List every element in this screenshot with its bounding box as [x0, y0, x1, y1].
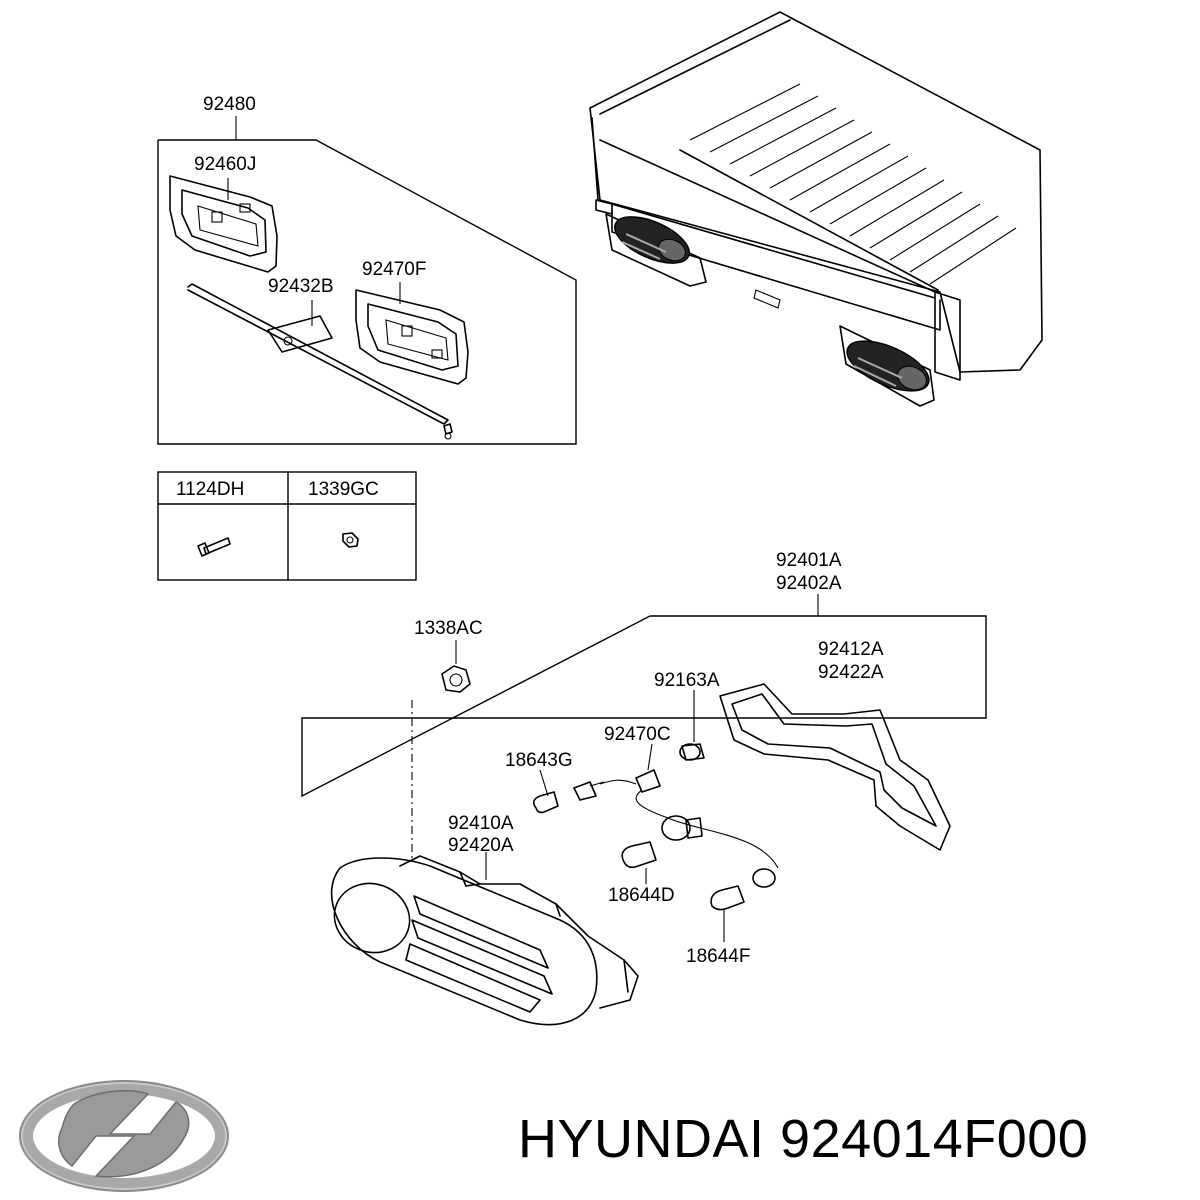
bracket-92460J [169, 175, 278, 273]
callout-92420A: 92420A [448, 835, 514, 856]
wiring-92470C [599, 743, 779, 869]
bracket-92470F [355, 282, 469, 385]
callout-18643G: 18643G [505, 750, 573, 771]
callout-92470F: 92470F [362, 259, 426, 280]
callout-92410A: 92410A [448, 813, 514, 834]
vehicle-lamp-right [839, 325, 935, 407]
fastener-table: 1124DH 1339GC [157, 471, 417, 581]
hyundai-logo-icon [19, 1080, 229, 1192]
gasket-92412A [719, 683, 951, 851]
callout-1339GC: 1339GC [308, 479, 379, 500]
callout-1124DH: 1124DH [176, 479, 244, 500]
nut-1339GC [342, 532, 359, 548]
callout-18644D: 18644D [608, 885, 675, 906]
strip-92432B [187, 283, 453, 440]
bulb-18644D [621, 815, 703, 884]
callout-92480: 92480 [203, 94, 256, 115]
callout-92460J: 92460J [194, 154, 256, 175]
bed-slats [689, 83, 1017, 285]
bulb-18643G [532, 769, 605, 814]
callout-92401A: 92401A [776, 550, 842, 571]
vehicle-rear-view [589, 11, 1043, 407]
nut-1338AC [411, 640, 471, 860]
lamp-housing-92410A [330, 852, 639, 1026]
lamp-assembly-box: 92401A 92402A 1338AC 92412A 92422A 92163… [301, 550, 987, 1026]
callout-92402A: 92402A [776, 573, 842, 594]
callout-18644F: 18644F [686, 946, 750, 967]
brand-name: HYUNDAI [518, 1109, 765, 1169]
brand-part-title: HYUNDAI 924014F000 [518, 1108, 1088, 1170]
callout-92470C: 92470C [604, 724, 671, 745]
kit-box-92480: 92480 92460J 92432B [157, 94, 577, 445]
callout-1338AC: 1338AC [414, 618, 483, 639]
socket-92163A [679, 690, 705, 761]
bolt-1124DH [197, 537, 231, 557]
vehicle-lamp-left [605, 213, 707, 287]
callout-92422A: 92422A [818, 662, 884, 683]
bulb-18644F [710, 868, 776, 942]
callout-92163A: 92163A [654, 670, 720, 691]
callout-92432B: 92432B [268, 276, 334, 297]
callout-92412A: 92412A [818, 639, 884, 660]
part-number: 924014F000 [780, 1109, 1089, 1169]
